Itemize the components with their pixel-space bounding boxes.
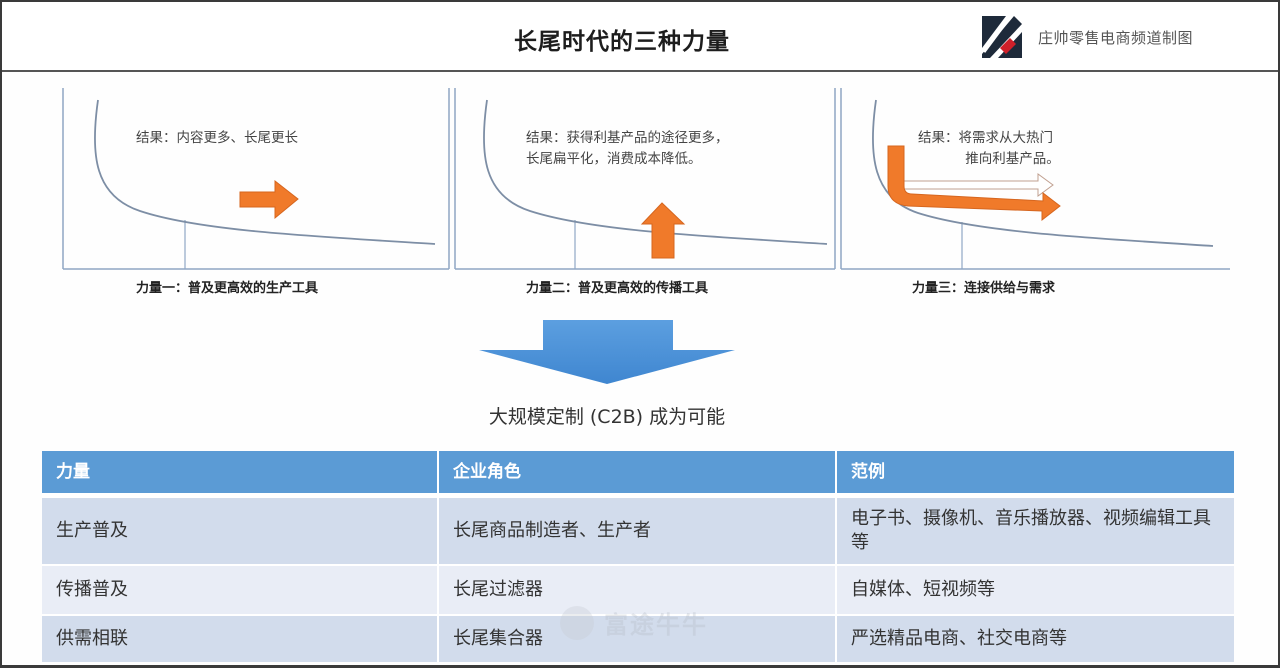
long-tail-curve-chart xyxy=(454,88,836,270)
brand-text: 庄帅零售电商频道制图 xyxy=(1038,28,1194,47)
long-tail-curve-chart xyxy=(62,88,450,270)
table-cell: 严选精品电商、社交电商等 xyxy=(837,616,1234,662)
table-row: 传播普及 长尾过滤器 自媒体、短视频等 xyxy=(42,564,1234,614)
brand-logo-icon xyxy=(982,16,1022,58)
long-tail-curve-chart xyxy=(840,88,1230,270)
table-row: 生产普及 长尾商品制造者、生产者 电子书、摄像机、音乐播放器、视频编辑工具等 xyxy=(42,496,1234,564)
table-header-cell: 力量 xyxy=(42,451,439,493)
table-header-cell: 企业角色 xyxy=(439,451,837,493)
force-panel-3: 结果：将需求从大热门 推向利基产品。 力量三：连接供给与需求 xyxy=(838,86,1234,302)
panel-caption: 力量一：普及更高效的生产工具 xyxy=(136,281,319,296)
force-panel-1: 结果：内容更多、长尾更长 力量一：普及更高效的生产工具 xyxy=(60,86,452,302)
table-header-cell: 范例 xyxy=(837,451,1234,493)
table-row: 供需相联 长尾集合器 严选精品电商、社交电商等 xyxy=(42,614,1234,662)
table-cell: 供需相联 xyxy=(42,616,439,662)
down-arrow-icon xyxy=(479,320,735,384)
table-cell: 自媒体、短视频等 xyxy=(837,566,1234,614)
table-cell: 传播普及 xyxy=(42,566,439,614)
panel-caption: 力量三：连接供给与需求 xyxy=(912,281,1056,296)
page-title: 长尾时代的三种力量 xyxy=(514,29,730,55)
table-cell: 长尾过滤器 xyxy=(439,566,837,614)
up-arrow-icon xyxy=(640,202,686,259)
bent-arrow-icon xyxy=(887,145,1061,222)
c2b-statement: 大规模定制 (C2B) 成为可能 xyxy=(488,406,726,428)
panel-result-text: 结果：将需求从大热门 推向利基产品。 xyxy=(918,130,1060,167)
table-cell: 长尾商品制造者、生产者 xyxy=(439,498,837,564)
panel-caption: 力量二：普及更高效的传播工具 xyxy=(526,281,709,296)
table-cell: 电子书、摄像机、音乐播放器、视频编辑工具等 xyxy=(837,498,1234,564)
table-cell: 长尾集合器 xyxy=(439,616,837,662)
right-arrow-icon xyxy=(239,179,299,220)
header-bar: 长尾时代的三种力量 庄帅零售电商频道制图 xyxy=(2,2,1278,72)
table-header-row: 力量 企业角色 范例 xyxy=(42,451,1234,496)
table-cell: 生产普及 xyxy=(42,498,439,564)
panel-result-text: 结果：内容更多、长尾更长 xyxy=(136,130,298,146)
brand: 庄帅零售电商频道制图 xyxy=(980,14,1193,60)
forces-table: 力量 企业角色 范例 生产普及 长尾商品制造者、生产者 电子书、摄像机、音乐播放… xyxy=(42,451,1234,662)
force-panel-2: 结果：获得利基产品的途径更多， 长尾扁平化，消费成本降低。 力量二：普及更高效的… xyxy=(452,86,838,302)
panel-result-text: 结果：获得利基产品的途径更多， 长尾扁平化，消费成本降低。 xyxy=(526,130,729,167)
